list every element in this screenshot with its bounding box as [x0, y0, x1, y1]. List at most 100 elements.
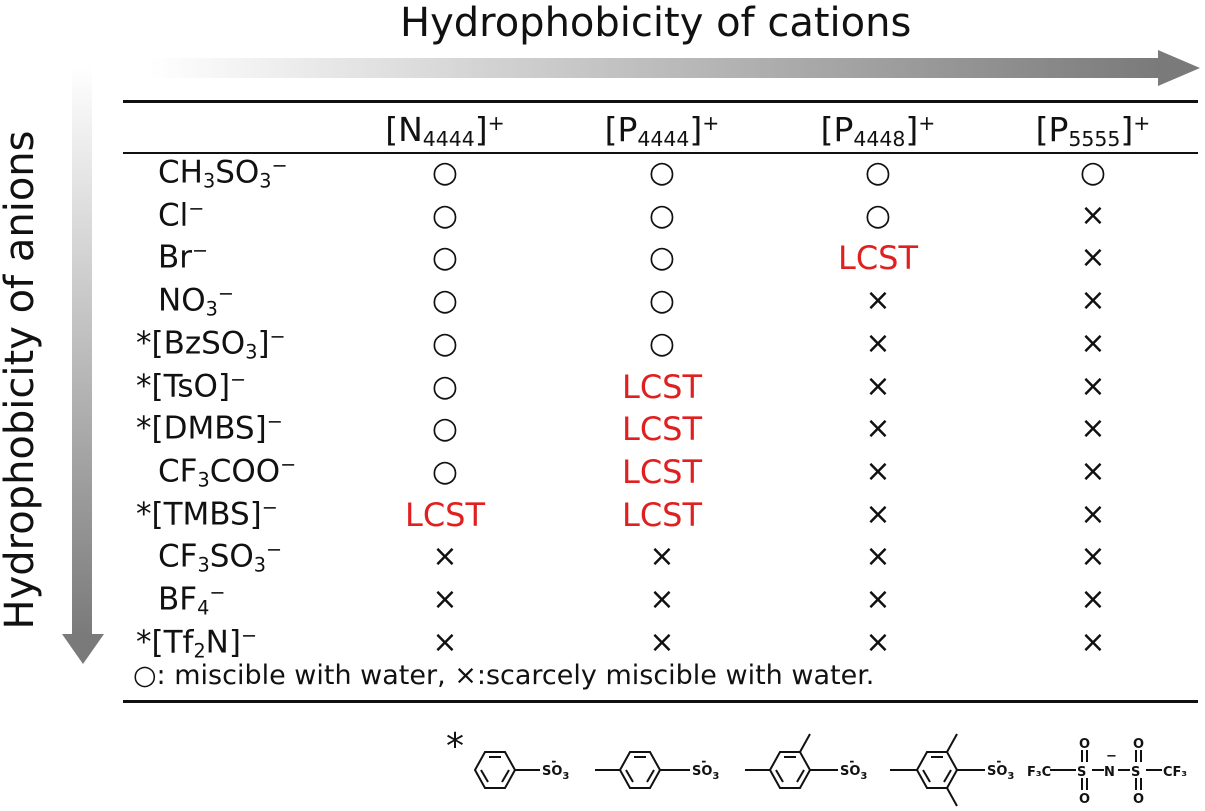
- dmbs-structure: [745, 733, 838, 789]
- table-cell: ○: [431, 411, 459, 447]
- anion-label-part: *[TMBS]: [136, 496, 262, 533]
- anion-label: *[Tf2N]−: [136, 624, 257, 662]
- table-cell: ○: [864, 197, 892, 233]
- anion-label-part: −: [280, 452, 297, 476]
- bzso3-structure: [473, 751, 540, 789]
- table-cell: ○: [431, 240, 459, 276]
- anion-label-part: −: [192, 239, 209, 263]
- table-cell: ×: [649, 539, 675, 575]
- anion-label-part: −: [271, 154, 288, 177]
- header-superscript: +: [487, 110, 505, 135]
- table-cell: ×: [865, 624, 891, 660]
- table-cell: ×: [432, 582, 458, 617]
- table-cell: ○: [431, 368, 459, 404]
- header-superscript: +: [1133, 110, 1151, 135]
- table-cell: ○: [648, 197, 676, 233]
- anion-label: NO3−: [158, 282, 234, 320]
- column-header: [N4444]+: [345, 110, 545, 151]
- table-cell: ×: [865, 368, 891, 404]
- table-cell: ○: [431, 155, 459, 190]
- anion-label-part: CF: [158, 453, 198, 490]
- anion-label: BF4−: [158, 581, 225, 619]
- anion-label-part: −: [261, 495, 278, 519]
- tf2n-structure: [1050, 750, 1162, 790]
- tf2n-label: CF₃: [1163, 765, 1187, 780]
- table-cell: ×: [865, 411, 891, 447]
- tf2n-label: −: [1106, 749, 1117, 764]
- table-cell: LCST: [621, 410, 703, 449]
- anion-label-part: *[TsO]: [136, 368, 231, 405]
- anion-label-part: CF: [158, 538, 198, 575]
- anion-label: CH3SO3−: [158, 154, 288, 192]
- anion-label-part: SO: [215, 154, 260, 191]
- table-cell: ○: [648, 240, 676, 276]
- header-text: [P: [604, 110, 638, 149]
- table-header-rule: [123, 152, 1198, 154]
- header-text: ]: [1120, 110, 1134, 149]
- table-cell: ×: [649, 624, 675, 660]
- anion-label-part: −: [217, 282, 234, 306]
- anion-axis-title-text: Hydrophobicity of anions: [0, 130, 43, 630]
- anion-label: CF3SO3−: [158, 538, 282, 576]
- anion-label-part: −: [269, 324, 286, 348]
- table-cell: ×: [649, 582, 675, 617]
- tf2n-label: S: [1131, 765, 1140, 780]
- header-text: [P: [1035, 110, 1069, 149]
- header-subscript: 5555: [1068, 127, 1121, 152]
- anion-label-part: 3: [253, 553, 266, 577]
- anion-label-part: 3: [197, 553, 210, 577]
- anion-label: *[BzSO3]−: [136, 325, 286, 363]
- tf2n-label: O: [1133, 737, 1144, 752]
- so3-label: SO3-: [542, 754, 569, 782]
- table-cell: ○: [864, 155, 892, 190]
- header-text: ]: [474, 110, 488, 149]
- table-cell: ×: [1080, 582, 1106, 617]
- header-text: ]: [689, 110, 703, 149]
- anion-label: *[TsO]−: [136, 368, 246, 405]
- table-cell: ×: [865, 325, 891, 361]
- header-subscript: 4448: [853, 127, 906, 152]
- anion-label-part: *[DMBS]: [136, 410, 267, 447]
- table-cell: ×: [1080, 197, 1106, 233]
- anion-label: CF3COO−: [158, 453, 296, 491]
- anion-label-part: BF: [158, 581, 198, 618]
- anion-arrow: [62, 66, 104, 664]
- tf2n-label: S: [1077, 765, 1086, 780]
- table-cell: ×: [1080, 453, 1106, 489]
- so3-label: SO3-: [692, 754, 719, 782]
- tf2n-label: F₃C: [1027, 765, 1051, 780]
- column-header: [P4444]+: [562, 110, 762, 151]
- table-cell: ○: [648, 155, 676, 190]
- header-subscript: 4444: [637, 127, 690, 152]
- table-cell: ×: [1080, 411, 1106, 447]
- header-superscript: +: [702, 110, 720, 135]
- table-cell: ×: [1080, 368, 1106, 404]
- table-cell: ○: [431, 197, 459, 233]
- anion-label-part: 4: [197, 596, 210, 620]
- footnote-marker: *: [446, 726, 464, 767]
- anion-label-part: NO: [158, 282, 206, 319]
- column-header: [P4448]+: [778, 110, 978, 151]
- header-text: [P: [820, 110, 854, 149]
- anion-label-part: CH: [158, 154, 203, 191]
- anion-label-part: 3: [202, 169, 216, 193]
- column-header: [P5555]+: [993, 110, 1193, 151]
- anion-label-part: 2: [193, 639, 206, 663]
- table-cell: LCST: [621, 367, 703, 406]
- table-cell: ×: [865, 453, 891, 489]
- header-subscript: 4444: [422, 127, 475, 152]
- anion-structures: SO3- SO3- SO3- SO3- F₃C S N S CF₃ O O O …: [473, 733, 1187, 807]
- table-cell: ○: [1079, 155, 1107, 190]
- anion-label-part: 3: [245, 340, 258, 364]
- anion-label: *[DMBS]−: [136, 410, 283, 447]
- table-cell: ×: [1080, 624, 1106, 660]
- so3-label: SO3-: [987, 754, 1014, 782]
- anion-label-part: *[BzSO: [136, 325, 246, 362]
- table-cell: ×: [1080, 539, 1106, 575]
- table-cell: ×: [1080, 283, 1106, 319]
- table-cell: ○: [431, 453, 459, 489]
- tso-structure: [595, 751, 690, 789]
- anion-label-part: 3: [205, 297, 218, 321]
- anion-label-part: N]: [205, 624, 241, 661]
- so3-label: SO3-: [840, 754, 867, 782]
